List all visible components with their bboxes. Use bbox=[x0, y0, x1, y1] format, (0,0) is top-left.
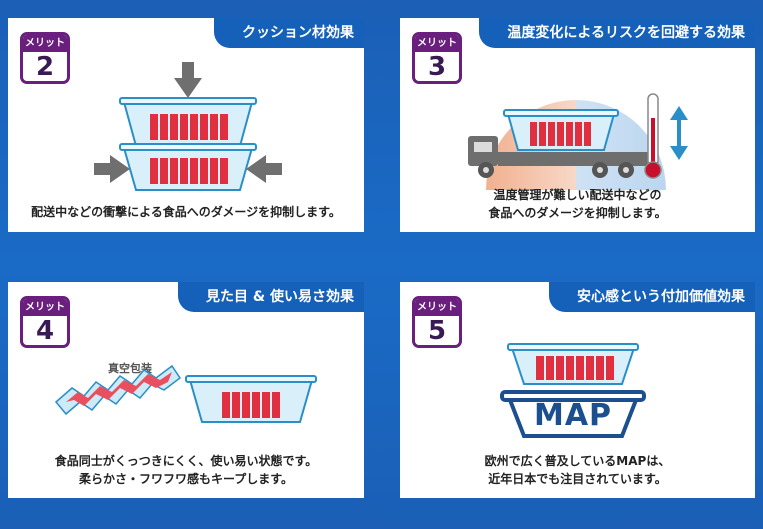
temperature-illustration bbox=[468, 93, 688, 190]
panel-caption-line-1: 欧州で広く普及しているMAPは、 bbox=[484, 454, 671, 468]
merit-badge: メリット 3 bbox=[412, 32, 462, 84]
badge-label: メリット bbox=[415, 35, 459, 52]
panel-caption-line-1: 食品同士がくっつきにくく、使い易い状態です。 bbox=[54, 454, 318, 468]
badge-number: 4 bbox=[35, 316, 55, 346]
panel-caption-line-1: 温度管理が難しい配送中などの bbox=[493, 188, 662, 202]
merit-badge: メリット 4 bbox=[20, 296, 70, 348]
thermometer-icon bbox=[644, 93, 662, 179]
appearance-illustration bbox=[54, 364, 317, 423]
truck-icon bbox=[468, 136, 648, 178]
panel-caption-line-2: 近年日本でも注目されています。 bbox=[488, 472, 667, 486]
merit-panel-2: クッション材効果 メリット 2 bbox=[8, 18, 364, 232]
panel-caption: 配送中などの衝撃による食品へのダメージを抑制します。 bbox=[31, 205, 341, 219]
badge-label: メリット bbox=[23, 35, 67, 52]
tray-open bbox=[185, 375, 317, 423]
badge-label: メリット bbox=[415, 299, 459, 316]
badge-number: 2 bbox=[35, 52, 55, 82]
merit-panel-4: 見た目 & 使い易さ効果 メリット 4 真空包装 食品同士がくっつきにくく、使い… bbox=[8, 282, 364, 498]
panel-title: クッション材効果 bbox=[214, 18, 364, 48]
badge-number: 5 bbox=[427, 316, 447, 346]
panel-title: 見た目 & 使い易さ効果 bbox=[178, 282, 364, 312]
cushion-illustration bbox=[94, 62, 282, 191]
badge-label: メリット bbox=[23, 299, 67, 316]
panel-caption-line-2: 柔らかさ・フワフワ感もキープします。 bbox=[78, 472, 294, 486]
down-arrow-icon bbox=[174, 62, 202, 98]
panel-caption-line-2: 食品へのダメージを抑制します。 bbox=[488, 206, 667, 220]
tray-top bbox=[507, 343, 639, 385]
panel-title: 温度変化によるリスクを回避する効果 bbox=[479, 18, 755, 48]
merit-panel-3: 温度変化によるリスクを回避する効果 メリット 3 bbox=[400, 18, 755, 232]
tray-upper bbox=[119, 97, 257, 147]
right-arrow-icon bbox=[94, 155, 130, 183]
merit-badge: メリット 5 bbox=[412, 296, 462, 348]
left-arrow-icon bbox=[246, 155, 282, 183]
badge-number: 3 bbox=[427, 52, 447, 82]
merit-panel-5: 安心感という付加価値効果 メリット 5 MAP 欧州で広く普及しているMAPは、… bbox=[400, 282, 755, 498]
map-label: MAP bbox=[533, 398, 613, 433]
tray-on-truck bbox=[503, 109, 619, 151]
vacuum-pack-label: 真空包装 bbox=[108, 362, 152, 375]
merit-badge: メリット 2 bbox=[20, 32, 70, 84]
up-down-arrow-icon bbox=[670, 106, 688, 160]
panel-title: 安心感という付加価値効果 bbox=[549, 282, 755, 312]
vacuum-pack bbox=[54, 364, 182, 416]
map-container bbox=[500, 390, 646, 438]
tray-lower bbox=[119, 143, 257, 191]
map-illustration bbox=[500, 343, 646, 438]
